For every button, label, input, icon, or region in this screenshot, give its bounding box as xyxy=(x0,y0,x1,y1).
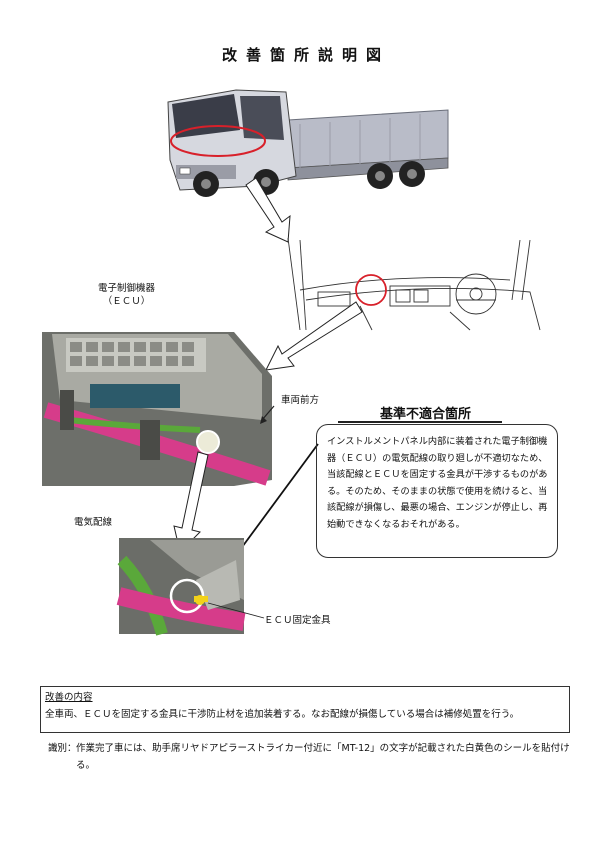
identification-label: 識別： xyxy=(48,743,77,754)
truck-illustration xyxy=(167,89,449,197)
nonconformity-title: 基準不適合箇所 xyxy=(380,407,472,422)
improvement-text: 全車両、ＥＣＵを固定する金具に干渉防止材を追加装着する。なお配線が損傷している場… xyxy=(45,709,520,720)
improvement-title: 改善の内容 xyxy=(45,692,93,703)
improvement-box: 改善の内容 全車両、ＥＣＵを固定する金具に干渉防止材を追加装着する。なお配線が損… xyxy=(40,686,570,733)
identification-text: 作業完了車には、助手席リヤドアピラーストライカー付近に「MT-12」の文字が記載… xyxy=(76,743,570,771)
ecu-label-line1: 電子制御機器 xyxy=(98,283,156,294)
wiring-label: 電気配線 xyxy=(74,517,113,528)
nonconformity-text: インストルメントパネル内部に装着された電子制御機器（ＥＣＵ）の電気配線の取り廻し… xyxy=(327,436,548,530)
nonconformity-underline xyxy=(338,421,502,423)
arrow-icon xyxy=(245,177,291,243)
ecu-label-line2: （ＥＣＵ） xyxy=(102,296,151,307)
ecu-photo xyxy=(42,332,272,486)
detail-photo xyxy=(116,538,246,636)
page-title: 改善箇所説明図 xyxy=(221,46,390,64)
arrow-icon xyxy=(265,301,363,371)
dashboard-illustration xyxy=(287,237,541,331)
ecu-bracket-label: ＥＣＵ固定金具 xyxy=(264,615,331,626)
nonconformity-box: インストルメントパネル内部に装着された電子制御機器（ＥＣＵ）の電気配線の取り廻し… xyxy=(316,424,558,558)
ecu-label: 電子制御機器 （ＥＣＵ） xyxy=(98,282,155,308)
vehicle-front-label: 車両前方 xyxy=(281,395,320,406)
